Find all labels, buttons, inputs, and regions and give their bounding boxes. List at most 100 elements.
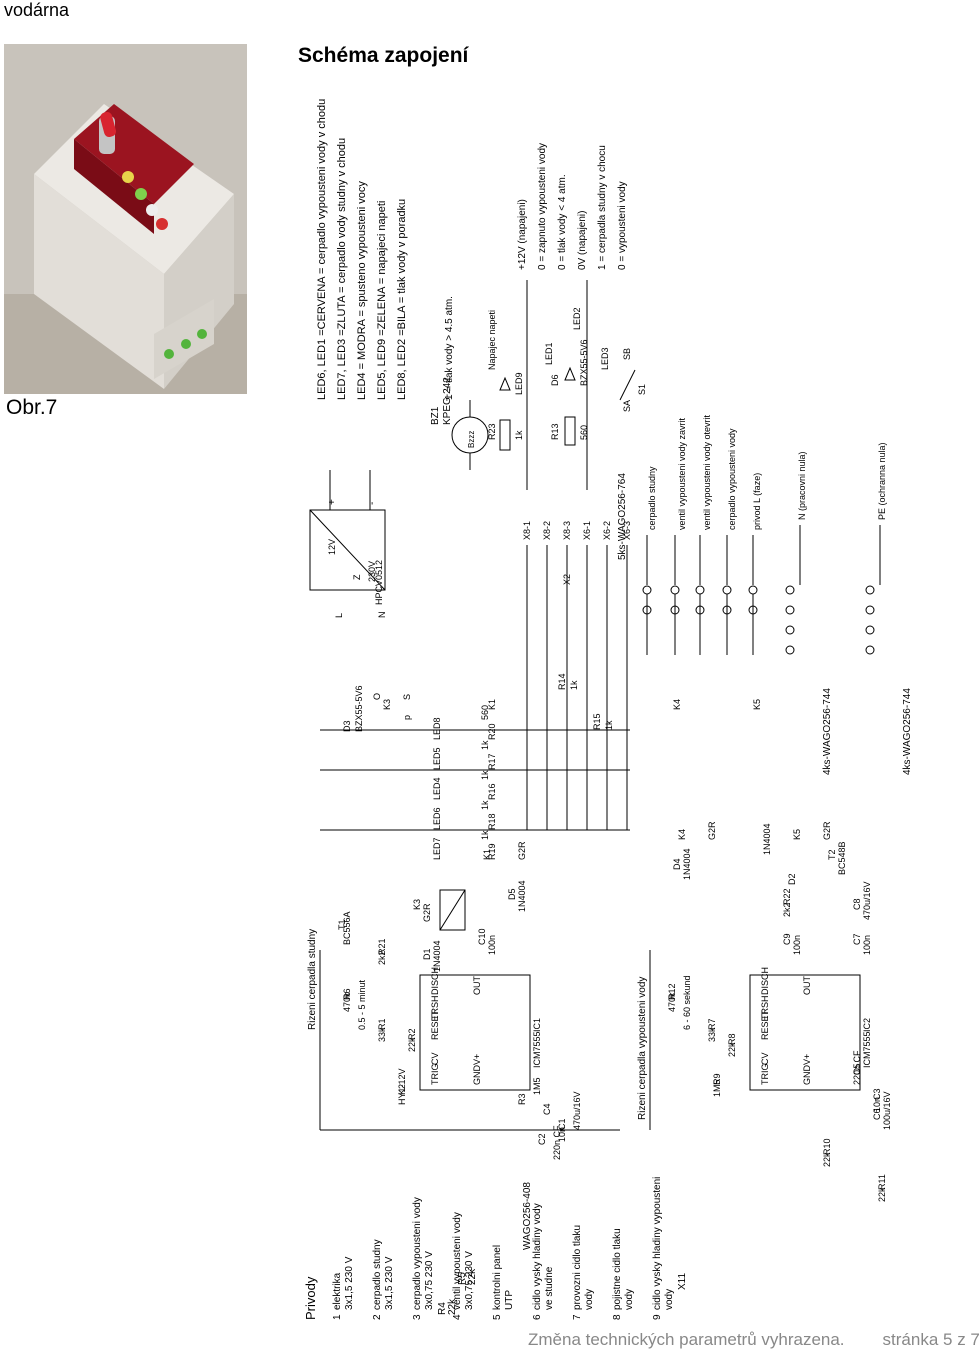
svg-text:CV: CV: [760, 1052, 770, 1065]
svg-text:R10: R10: [822, 1138, 832, 1155]
svg-text:C3: C3: [872, 1088, 882, 1100]
wiring-schematic: LED6, LED1 =CERVENA = cerpadlo vypousten…: [290, 99, 960, 1330]
svg-text:X6-2: X6-2: [602, 521, 612, 540]
svg-text:V+: V+: [472, 1054, 482, 1065]
svg-text:RESET: RESET: [430, 1009, 440, 1040]
svg-text:N (pracovni nula): N (pracovni nula): [797, 451, 807, 520]
svg-text:HY1-12V: HY1-12V: [397, 1068, 407, 1105]
svg-text:ICM7555: ICM7555: [532, 1031, 542, 1068]
svg-text:cidlo vysky hladiny vypousteni: cidlo vysky hladiny vypousteni: [652, 1177, 663, 1310]
svg-text:G2R: G2R: [822, 821, 832, 840]
svg-text:1N4004: 1N4004: [517, 880, 527, 912]
svg-text:R13: R13: [550, 423, 560, 440]
svg-text:HPCV0512: HPCV0512: [374, 560, 384, 605]
svg-text:vody: vody: [584, 1289, 595, 1310]
svg-text:100n: 100n: [487, 935, 497, 955]
svg-text:R18: R18: [487, 813, 497, 830]
svg-text:4ks-WAGO256-744: 4ks-WAGO256-744: [902, 688, 913, 775]
svg-text:cerpadlo studny: cerpadlo studny: [372, 1239, 383, 1310]
svg-text:2: 2: [372, 1314, 383, 1320]
svg-text:C6: C6: [872, 1108, 882, 1120]
svg-text:R22: R22: [782, 888, 792, 905]
svg-text:D5: D5: [507, 888, 517, 900]
svg-text:100n: 100n: [792, 935, 802, 955]
svg-text:470k: 470k: [342, 992, 352, 1012]
svg-text:BC548B: BC548B: [837, 841, 847, 875]
svg-text:R15: R15: [592, 713, 602, 730]
x8-wires: [526, 280, 628, 830]
svg-text:CV: CV: [430, 1052, 440, 1065]
svg-text:TRIG: TRIG: [760, 1064, 770, 1086]
svg-text:22k: 22k: [467, 1268, 478, 1285]
svg-text:RESET: RESET: [760, 1009, 770, 1040]
svg-text:LED4: LED4: [432, 777, 442, 800]
led-color-legend: LED6, LED1 =CERVENA = cerpadlo vypousten…: [316, 99, 408, 400]
legend-line: LED8, LED2 =BILA = tlak vody v poradku: [396, 199, 408, 400]
svg-text:ve studne: ve studne: [544, 1266, 555, 1310]
svg-text:1k: 1k: [480, 830, 490, 840]
svg-text:SB: SB: [622, 348, 632, 360]
svg-text:C9: C9: [782, 933, 792, 945]
svg-text:4ks-WAGO256-744: 4ks-WAGO256-744: [822, 688, 833, 775]
led4-row: LED4 R16 1k: [432, 770, 497, 800]
svg-text:470u/16V: 470u/16V: [862, 881, 872, 920]
svg-text:10n: 10n: [557, 1127, 567, 1142]
svg-text:K3: K3: [382, 699, 392, 710]
svg-text:22k: 22k: [727, 1042, 737, 1057]
power-supply-hpcv0512: 12V 230V HPCV0512 L N Z + -: [309, 470, 387, 619]
svg-text:X8-2: X8-2: [542, 521, 552, 540]
svg-text:cerpadlo vypousteni vody: cerpadlo vypousteni vody: [727, 428, 737, 530]
svg-text:230V: 230V: [367, 561, 377, 582]
svg-text:C4: C4: [542, 1103, 552, 1115]
terminal-blocks: X2 5ks-WAGO256-764 4ks-WAGO256-744 4ks-W…: [562, 414, 913, 775]
svg-text:2k2: 2k2: [782, 902, 792, 917]
svg-text:G2R: G2R: [707, 821, 717, 840]
svg-text:provozni cidlo tlaku: provozni cidlo tlaku: [572, 1225, 583, 1310]
svg-text:6: 6: [532, 1314, 543, 1320]
page-footer: Změna technických parametrů vyhrazena.st…: [528, 1330, 980, 1350]
led5-row: LED5 R17 1k: [432, 740, 497, 770]
svg-text:K1: K1: [482, 849, 492, 860]
svg-text:+: +: [327, 499, 338, 505]
svg-text:TRSH: TRSH: [430, 996, 440, 1021]
legend-line: LED4 = MODRA = spusteno vypousteni vocy: [356, 181, 368, 400]
svg-text:D1: D1: [422, 948, 432, 960]
svg-text:22k: 22k: [447, 1298, 458, 1315]
svg-text:1k: 1k: [569, 680, 579, 690]
svg-text:220n CF: 220n CF: [552, 1125, 562, 1160]
svg-text:D4: D4: [672, 858, 682, 870]
svg-text:R11: R11: [877, 1174, 887, 1190]
svg-text:Rizeni cerpadla vypousteni vod: Rizeni cerpadla vypousteni vody: [637, 977, 648, 1120]
svg-text:ICM7555: ICM7555: [862, 1031, 872, 1068]
svg-text:N: N: [377, 612, 387, 619]
svg-text:cidlo vysky hladiny vody: cidlo vysky hladiny vody: [532, 1203, 543, 1310]
svg-text:R5: R5: [457, 1272, 468, 1285]
svg-text:X8-3: X8-3: [562, 521, 572, 540]
svg-text:4: 4: [452, 1314, 463, 1320]
svg-text:SA: SA: [622, 400, 632, 412]
svg-text:LED8: LED8: [432, 717, 442, 740]
svg-text:560: 560: [579, 425, 589, 440]
legend-line: LED6, LED1 =CERVENA = cerpadlo vypousten…: [316, 99, 328, 400]
condition-label: +12V (napajeni): [517, 199, 528, 270]
svg-text:K2: K2: [397, 1084, 407, 1095]
svg-text:O: O: [372, 693, 382, 700]
svg-text:PE (ochranna nula): PE (ochranna nula): [877, 442, 887, 520]
svg-text:K5: K5: [752, 699, 762, 710]
svg-text:ventil vypousteni vody: ventil vypousteni vody: [452, 1212, 463, 1310]
svg-text:3: 3: [412, 1314, 423, 1320]
svg-text:X11: X11: [677, 1273, 688, 1290]
svg-text:100n: 100n: [862, 935, 872, 955]
svg-text:2k2: 2k2: [377, 950, 387, 965]
svg-text:470k: 470k: [667, 992, 677, 1012]
svg-text:1k: 1k: [604, 720, 614, 730]
svg-text:BC556A: BC556A: [342, 911, 352, 945]
svg-text:K5: K5: [792, 829, 802, 840]
timer2-circuit: Rizeni cerpadla vypousteni vody IC2 ICM7…: [637, 821, 892, 1202]
schematic-title: Schéma zapojení: [298, 44, 469, 67]
svg-text:R21: R21: [377, 938, 387, 955]
svg-text:LED6: LED6: [432, 807, 442, 830]
svg-text:1N4004: 1N4004: [432, 940, 442, 972]
svg-text:GND: GND: [802, 1065, 812, 1086]
svg-text:BZX55-5V6: BZX55-5V6: [354, 685, 364, 732]
